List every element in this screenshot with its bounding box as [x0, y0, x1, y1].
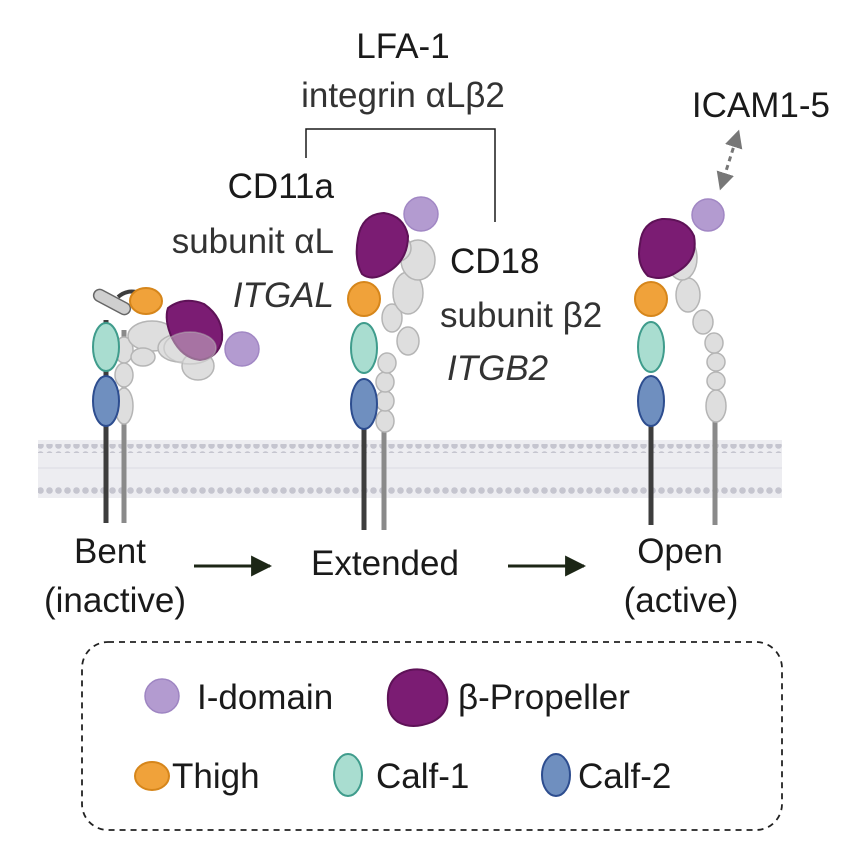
legend-propeller-label: β-Propeller [458, 678, 630, 717]
i-domain [403, 196, 439, 232]
thigh-domain [634, 281, 668, 317]
beta-protein-name: CD18 [450, 242, 539, 281]
subunit-bracket [305, 128, 496, 222]
thigh-domain [129, 287, 163, 315]
legend-box [81, 641, 783, 831]
state-open-line1: Open [637, 532, 723, 571]
state-open-line2: (active) [624, 581, 739, 620]
integrin-bent [92, 287, 260, 523]
legend-thigh-label: Thigh [172, 757, 260, 796]
calf-2-domain [637, 375, 665, 427]
legend-calf1-label: Calf-1 [376, 757, 469, 796]
integrin-extended [347, 196, 439, 530]
calf-2-domain [92, 375, 120, 427]
legend: I-domain β-Propeller Thigh Calf-1 Calf-2 [81, 641, 783, 831]
calf-1-domain [350, 322, 378, 374]
beta-subunit-name: subunit β2 [440, 296, 602, 335]
alpha-protein-name: CD11a [228, 167, 335, 206]
alpha-subunit-name: subunit αL [172, 222, 334, 261]
state-bent-line2: (inactive) [44, 581, 186, 620]
state-extended-line1: Extended [311, 544, 459, 583]
calf-2-domain [350, 378, 378, 430]
legend-calf2-swatch [541, 753, 571, 797]
complex-name: LFA-1 [356, 27, 449, 66]
beta-gene-name: ITGB2 [447, 349, 548, 388]
integrin-open [634, 129, 743, 525]
legend-calf2-label: Calf-2 [578, 757, 671, 796]
state-bent-line1: Bent [74, 532, 146, 571]
alpha-gene-name: ITGAL [233, 276, 334, 315]
legend-i-domain-label: I-domain [197, 678, 333, 717]
i-domain [224, 331, 260, 367]
i-domain [691, 198, 725, 232]
beta-propeller-domain [638, 217, 696, 279]
beta-propeller-domain [355, 211, 410, 279]
thigh-domain [347, 281, 381, 317]
ligand-label: ICAM1-5 [692, 86, 830, 125]
complex-alias: integrin αLβ2 [301, 76, 505, 115]
cell-membrane [38, 440, 782, 498]
legend-i-domain-swatch [144, 678, 180, 714]
ligand-binding-arrow [716, 129, 743, 191]
calf-1-domain [637, 321, 665, 373]
legend-thigh-swatch [134, 761, 170, 791]
calf-1-domain [92, 322, 120, 372]
legend-calf1-swatch [333, 753, 363, 797]
legend-propeller-swatch [386, 668, 449, 727]
